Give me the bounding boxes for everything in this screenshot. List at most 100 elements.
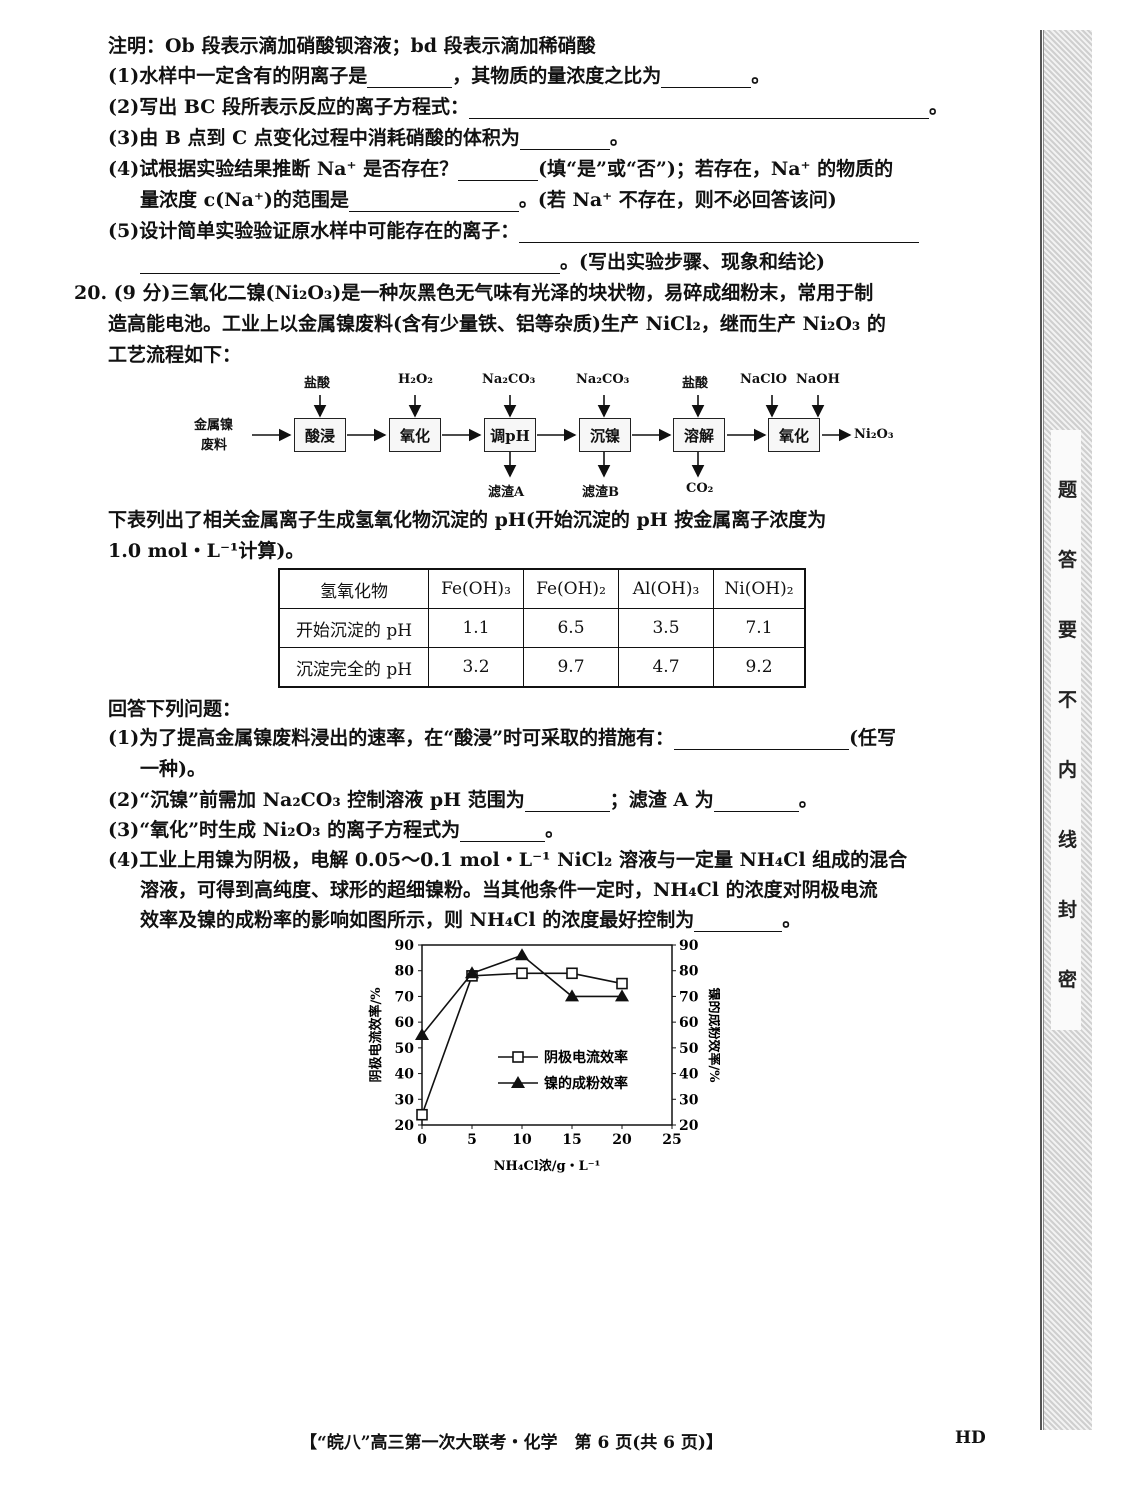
answer-blank[interactable] xyxy=(140,255,560,274)
table-cell: 沉淀完全的 pH xyxy=(278,647,429,688)
answer-1: (1)为了提高金属镍废料浸出的速率，在“酸浸”时可采取的措施有：(任写 xyxy=(108,726,896,750)
y-tick-label: 90 xyxy=(395,938,415,954)
table-cell: 4.7 xyxy=(618,647,714,688)
series-line-0 xyxy=(421,972,623,1115)
flow-step-oxidize: 氧化 xyxy=(389,418,441,452)
y-tick-label: 70 xyxy=(395,989,415,1005)
x-tick-label: 20 xyxy=(612,1132,632,1148)
flow-input: 盐酸 xyxy=(682,376,709,391)
answer-blank[interactable] xyxy=(674,731,850,750)
answer-blank[interactable] xyxy=(713,793,799,812)
table-row: 开始沉淀的 pH 1.1 6.5 3.5 7.1 xyxy=(278,608,806,648)
legend-label: 镍的成粉效率 xyxy=(544,1075,628,1092)
x-tick-label: 15 xyxy=(562,1132,581,1148)
question-5: (5)设计简单实验验证原水样中可能存在的离子： xyxy=(108,219,920,243)
table-row: 沉淀完全的 pH 3.2 9.7 4.7 9.2 xyxy=(278,647,806,688)
question-text: (3)“氧化”时生成 Ni₂O₃ 的离子方程式为 xyxy=(108,819,461,841)
footer-code: HD xyxy=(955,1428,986,1448)
question-4: (4)试根据实验结果推断 Na⁺ 是否存在？ (填“是”或“否”)；若存在，Na⁺… xyxy=(108,157,893,181)
flow-start: 废料 xyxy=(201,438,228,453)
question-text: ；滤渣 A 为 xyxy=(609,789,714,811)
question-text: ，其物质的量浓度之比为 xyxy=(452,65,662,87)
data-point-triangle xyxy=(465,966,479,979)
answer-blank[interactable] xyxy=(661,69,752,88)
answer-4-cont: 效率及镍的成粉率的影响如图所示，则 NH₄Cl 的浓度最好控制为。 xyxy=(140,909,802,932)
y-tick-label-right: 50 xyxy=(679,1041,699,1057)
flow-start: 金属镍 xyxy=(194,418,234,433)
table-cell: 3.2 xyxy=(428,647,524,688)
table-row: 氢氧化物 Fe(OH)₃ Fe(OH)₂ Al(OH)₃ Ni(OH)₂ xyxy=(278,568,806,609)
seal-char: 题 xyxy=(1058,479,1078,501)
flow-input: NaOH xyxy=(796,372,840,387)
table-header: 氢氧化物 xyxy=(278,568,429,609)
seal-char: 密 xyxy=(1058,969,1078,991)
q20-line: 工艺流程如下： xyxy=(108,344,242,366)
x-tick-label: 5 xyxy=(467,1132,477,1148)
q20-line: 造高能电池。工业上以金属镍废料(含有少量铁、铝等杂质)生产 NiCl₂，继而生产… xyxy=(108,313,886,335)
answer-blank[interactable] xyxy=(460,823,546,842)
table-cell: 开始沉淀的 pH xyxy=(278,608,429,648)
legend-marker-triangle xyxy=(511,1076,525,1088)
y-tick-label-right: 20 xyxy=(679,1118,699,1134)
answer-blank[interactable] xyxy=(367,69,453,88)
note-line: 注明：Ob 段表示滴加硝酸钡溶液；bd 段表示滴加稀硝酸 xyxy=(108,35,596,57)
question-text: 量浓度 c(Na⁺)的范围是 xyxy=(140,189,349,211)
answer-blank[interactable] xyxy=(694,913,783,932)
seal-char: 答 xyxy=(1058,549,1078,571)
answer-blank[interactable] xyxy=(524,793,610,812)
flow-arrows xyxy=(252,395,852,478)
flow-input: Na₂CO₃ xyxy=(482,372,536,387)
flow-step-adjust-ph: 调pH xyxy=(484,418,536,452)
question-text: (5)设计简单实验验证原水样中可能存在的离子： xyxy=(108,220,520,242)
answer-4: (4)工业上用镍为阴极，电解 0.05～0.1 mol・L⁻¹ NiCl₂ 溶液… xyxy=(108,849,908,871)
seal-char: 不 xyxy=(1058,689,1078,711)
question-text: (2)写出 BC 段所表示反应的离子方程式： xyxy=(108,96,469,118)
table-header: Al(OH)₃ xyxy=(618,568,714,609)
y-tick-label: 60 xyxy=(395,1015,415,1031)
question-text: (1)水样中一定含有的阴离子是 xyxy=(108,65,368,87)
seal-char: 线 xyxy=(1058,829,1078,851)
y-tick-label: 40 xyxy=(395,1067,415,1083)
flow-input: H₂O₂ xyxy=(398,372,433,387)
table-cell: 3.5 xyxy=(618,608,714,648)
data-point-triangle xyxy=(415,1028,429,1040)
answer-blank[interactable] xyxy=(468,100,929,119)
flow-step-oxidize-2: 氧化 xyxy=(768,418,820,452)
seal-char: 要 xyxy=(1058,619,1078,641)
answer-blank[interactable] xyxy=(519,224,920,243)
flow-step-precipitate: 沉镍 xyxy=(579,418,631,452)
y-tick-label: 80 xyxy=(395,964,415,980)
x-tick-label: 0 xyxy=(417,1132,427,1148)
question-text: (4)试根据实验结果推断 Na⁺ 是否存在？ xyxy=(108,158,459,180)
answer-blank[interactable] xyxy=(519,131,610,150)
answer-3: (3)“氧化”时生成 Ni₂O₃ 的离子方程式为。 xyxy=(108,819,565,842)
question-text: 效率及镍的成粉率的影响如图所示，则 NH₄Cl 的浓度最好控制为 xyxy=(140,909,695,931)
y-tick-label-right: 40 xyxy=(679,1067,699,1083)
y-axis-label-left: 阴极电流效率/% xyxy=(368,987,384,1083)
seal-char: 内 xyxy=(1058,759,1078,781)
y-tick-label-right: 70 xyxy=(679,989,699,1005)
answer-blank[interactable] xyxy=(458,162,539,181)
table-intro: 下表列出了相关金属离子生成氢氧化物沉淀的 pH(开始沉淀的 pH 按金属离子浓度… xyxy=(108,509,827,531)
table-intro: 1.0 mol・L⁻¹计算)。 xyxy=(108,540,305,562)
seal-char: 封 xyxy=(1058,899,1078,921)
data-point-square xyxy=(416,1108,428,1121)
data-point-triangle xyxy=(615,989,629,1002)
table-header: Ni(OH)₂ xyxy=(713,568,806,609)
legend-label: 阴极电流效率 xyxy=(544,1049,628,1066)
y-tick-label: 30 xyxy=(395,1092,415,1108)
table-cell: 9.2 xyxy=(713,647,806,688)
flow-output: CO₂ xyxy=(686,481,714,496)
answer-1-cont: 一种)。 xyxy=(140,758,206,780)
question-text: (2)“沉镍”前需加 Na₂CO₃ 控制溶液 pH 范围为 xyxy=(108,789,525,811)
question-text: 。(写出实验步骤、现象和结论) xyxy=(560,251,825,273)
question-text: (1)为了提高金属镍废料浸出的速率，在“酸浸”时可采取的措施有： xyxy=(108,727,675,749)
flow-output: 滤渣B xyxy=(582,485,619,500)
table-header: Fe(OH)₃ xyxy=(428,568,524,609)
table-cell: 1.1 xyxy=(428,608,524,648)
question-text: (填“是”或“否”)；若存在，Na⁺ 的物质的 xyxy=(538,158,894,180)
answer-blank[interactable] xyxy=(348,193,519,212)
ph-table: 氢氧化物 Fe(OH)₃ Fe(OH)₂ Al(OH)₃ Ni(OH)₂ 开始沉… xyxy=(278,568,806,688)
table-cell: 9.7 xyxy=(523,647,619,688)
